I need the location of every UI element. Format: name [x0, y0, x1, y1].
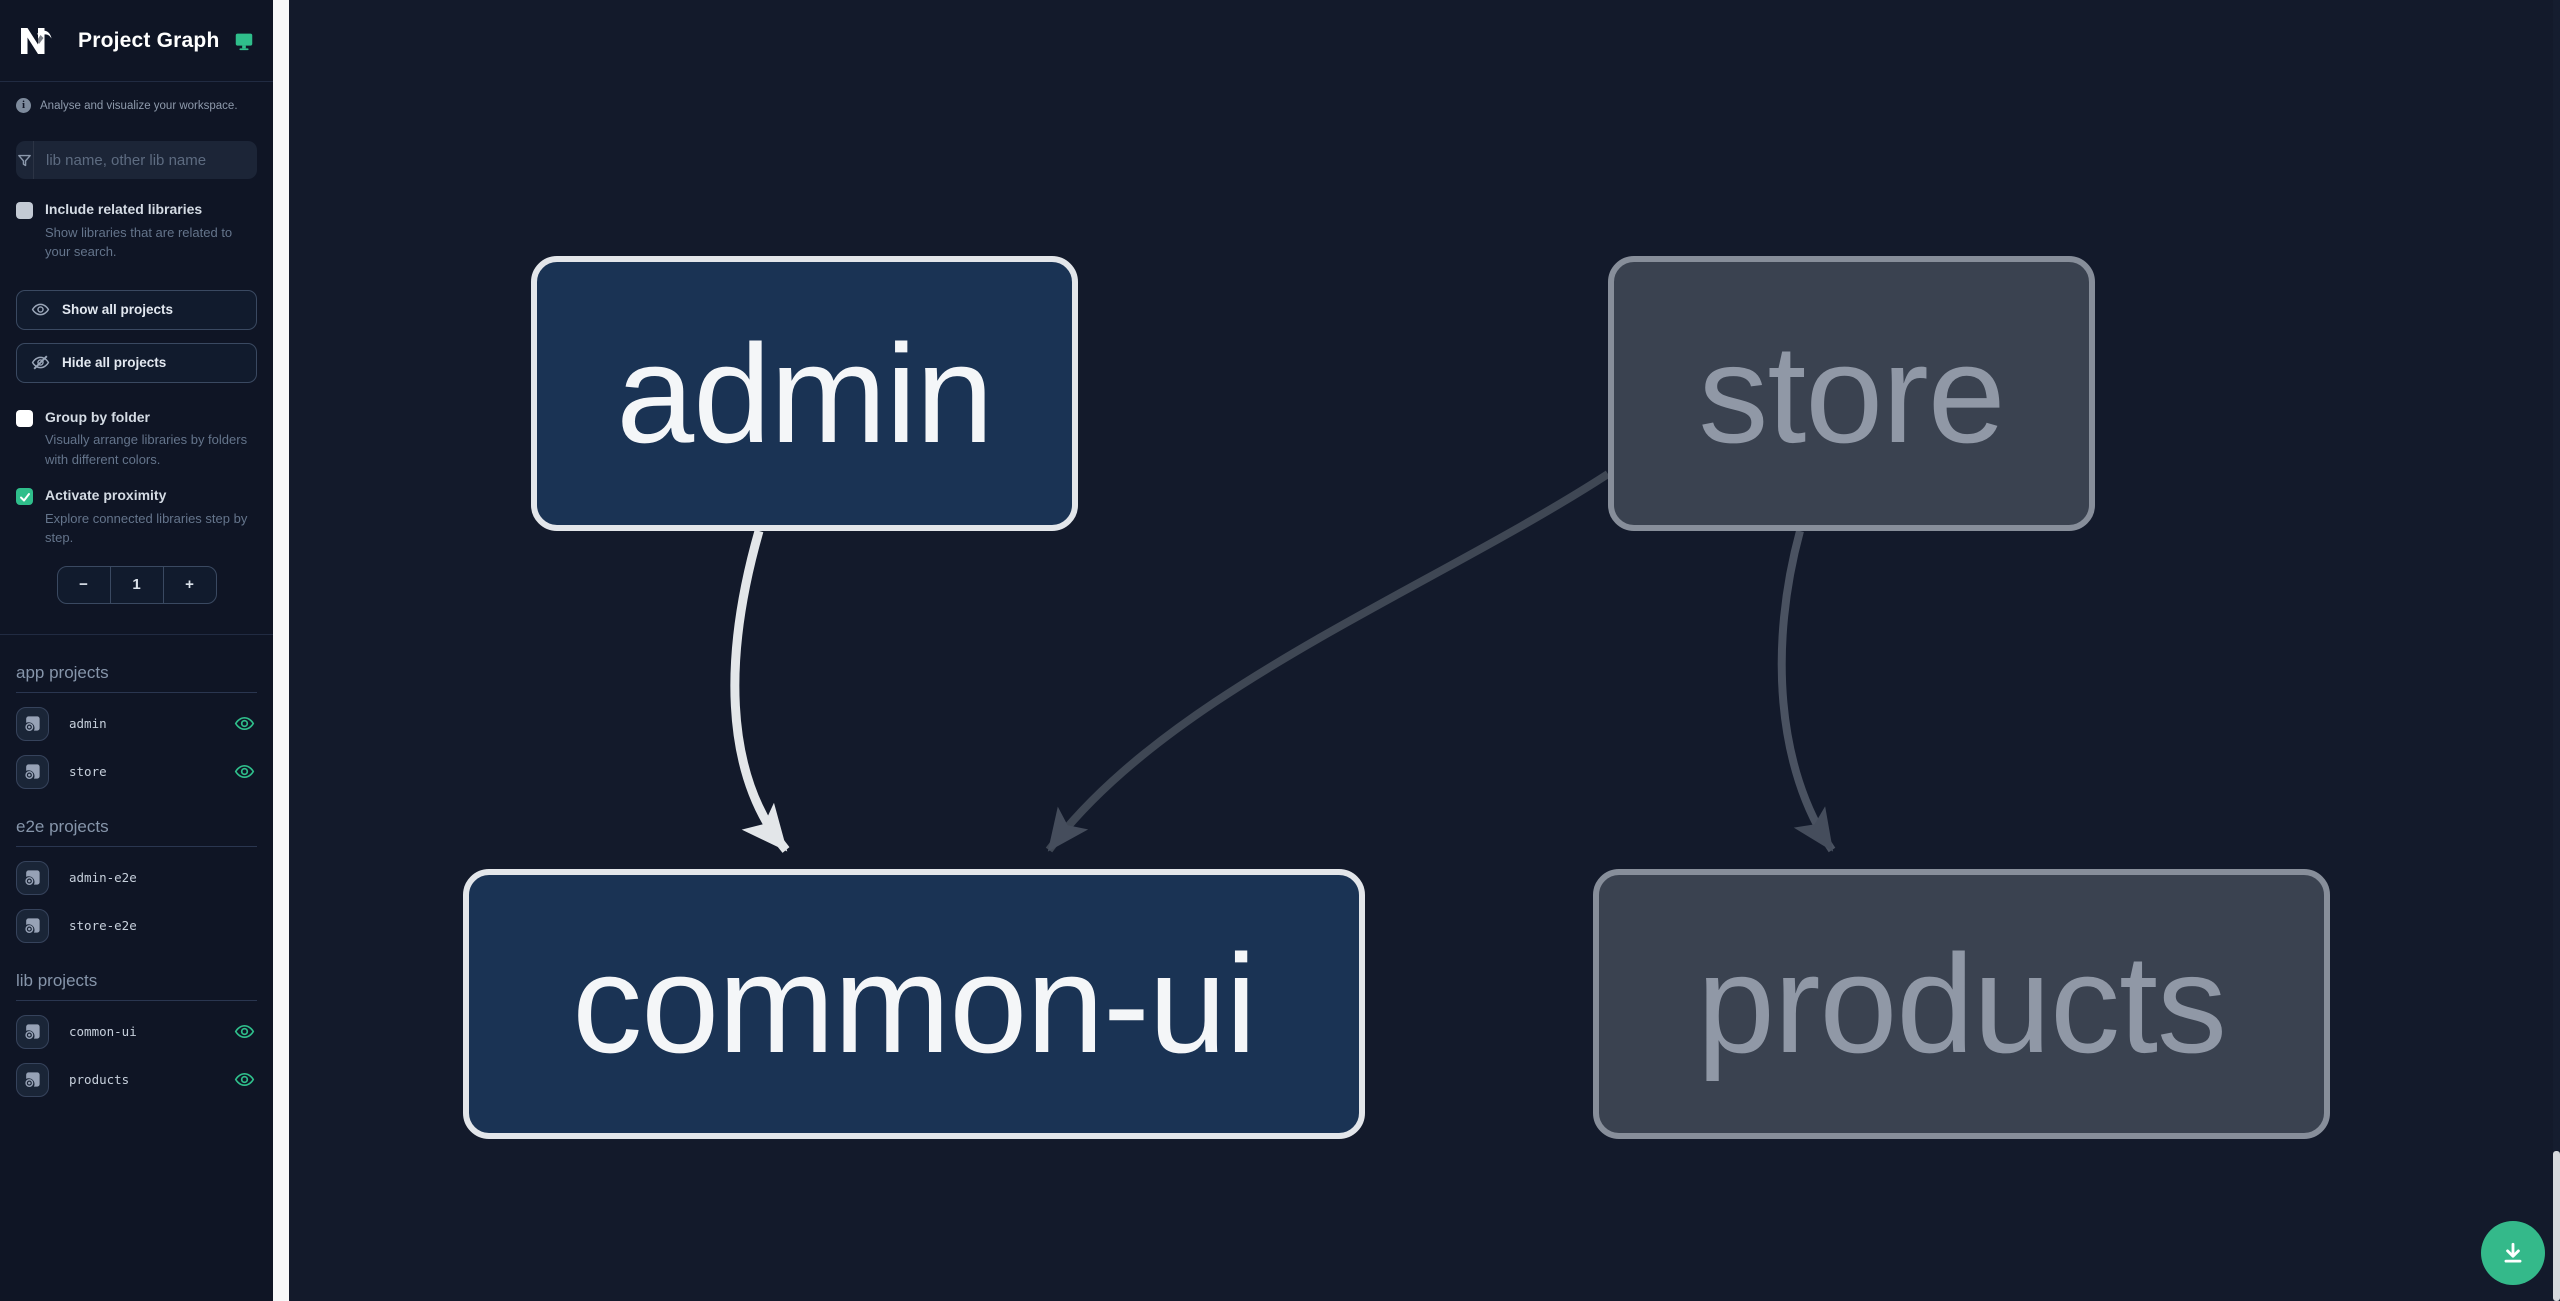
focus-project-button[interactable]	[16, 754, 49, 789]
sidebar-header: Project Graph	[0, 0, 273, 82]
focus-icon	[25, 918, 40, 934]
toggle-visibility-eye-icon[interactable]	[234, 713, 255, 734]
activate-proximity-description: Explore connected libraries step by step…	[45, 510, 248, 546]
node-label: store	[1698, 314, 2005, 472]
search-box	[16, 141, 257, 179]
project-name: admin	[69, 716, 107, 731]
edge-store-common-ui[interactable]	[1045, 470, 1611, 853]
eye-off-icon	[31, 355, 50, 370]
group-by-folder-checkbox[interactable]	[16, 409, 33, 427]
include-related-checkbox-row: Include related libraries Show libraries…	[16, 201, 257, 262]
activate-proximity-label: Activate proximity	[45, 487, 167, 503]
focus-project-button[interactable]	[16, 1014, 49, 1049]
decrement-button[interactable]: −	[79, 576, 88, 593]
info-icon: i	[16, 98, 31, 113]
project-name: store	[69, 764, 107, 779]
project-name: admin-e2e	[69, 870, 137, 885]
toggle-visibility-eye-icon[interactable]	[234, 1069, 255, 1090]
toggle-visibility-eye-icon[interactable]	[234, 761, 255, 782]
filter-icon	[16, 141, 34, 179]
project-row-admin-e2e: admin-e2e	[16, 860, 257, 895]
graph-node-admin[interactable]: admin	[531, 256, 1078, 531]
project-row-store-e2e: store-e2e	[16, 908, 257, 943]
proximity-depth-stepper: − 1 +	[56, 565, 217, 604]
section-title-lib-projects: lib projects	[16, 971, 257, 1001]
hide-all-projects-button[interactable]: Hide all projects	[16, 342, 257, 383]
focus-project-button[interactable]	[16, 908, 49, 943]
increment-button[interactable]: +	[162, 566, 216, 603]
proximity-depth-value: 1	[109, 566, 163, 603]
workspace-tagline: i Analyse and visualize your workspace.	[16, 98, 257, 113]
focus-icon	[25, 764, 40, 780]
download-graph-button[interactable]	[2481, 1221, 2545, 1285]
sidebar: Project Graph i Analyse and visualize yo…	[0, 0, 273, 1301]
toggle-visibility-eye-icon[interactable]	[234, 1021, 255, 1042]
group-by-folder-label: Group by folder	[45, 408, 150, 425]
check-icon	[19, 492, 30, 501]
workspace-tagline-text: Analyse and visualize your workspace.	[40, 99, 238, 112]
focus-project-button[interactable]	[16, 1062, 49, 1097]
project-name: products	[69, 1072, 130, 1087]
search-input[interactable]	[34, 141, 257, 179]
activate-proximity-checkbox[interactable]	[16, 488, 33, 505]
node-label: admin	[616, 314, 993, 472]
section-title-app-projects: app projects	[16, 663, 257, 693]
include-related-checkbox[interactable]	[16, 202, 33, 219]
page-scrollbar-thumb[interactable]	[2553, 1151, 2560, 1301]
sidebar-scrollbar[interactable]	[273, 0, 289, 1301]
sidebar-divider	[0, 633, 273, 635]
edge-store-products[interactable]	[1777, 529, 1836, 853]
node-label: common-ui	[572, 925, 1256, 1082]
focus-project-button[interactable]	[16, 860, 49, 895]
group-by-folder-checkbox-row: Group by folder Visually arrange librari…	[16, 409, 257, 470]
monitor-icon[interactable]	[233, 30, 255, 52]
nx-logo-icon	[21, 27, 52, 54]
download-icon	[2504, 1242, 2522, 1263]
focus-project-button[interactable]	[16, 706, 49, 741]
include-related-description: Show libraries that are related to your …	[45, 224, 233, 260]
graph-node-store[interactable]: store	[1608, 256, 2095, 531]
edge-admin-common-ui[interactable]	[730, 529, 790, 853]
focus-icon	[25, 870, 40, 886]
section-title-e2e-projects: e2e projects	[16, 817, 257, 847]
project-row-products: products	[16, 1062, 257, 1097]
project-name: store-e2e	[69, 918, 137, 933]
graph-edges	[730, 470, 1836, 853]
graph-canvas[interactable]: admin store common-ui products	[289, 0, 2560, 1301]
graph-node-common-ui[interactable]: common-ui	[463, 869, 1365, 1139]
focus-icon	[25, 1072, 40, 1088]
project-name: common-ui	[69, 1024, 137, 1039]
include-related-label: Include related libraries	[45, 201, 203, 217]
activate-proximity-checkbox-row: Activate proximity Explore connected lib…	[16, 487, 257, 548]
project-row-store: store	[16, 754, 257, 789]
project-row-admin: admin	[16, 706, 257, 741]
project-row-common-ui: common-ui	[16, 1014, 257, 1049]
hide-all-projects-label: Hide all projects	[62, 355, 167, 370]
eye-icon	[31, 303, 50, 316]
focus-icon	[25, 716, 40, 732]
group-by-folder-description: Visually arrange libraries by folders wi…	[45, 432, 248, 467]
show-all-projects-button[interactable]: Show all projects	[16, 289, 257, 330]
page-scrollbar[interactable]	[2553, 0, 2560, 1301]
graph-node-products[interactable]: products	[1593, 869, 2330, 1139]
show-all-projects-label: Show all projects	[62, 302, 174, 317]
page-title: Project Graph	[78, 28, 220, 52]
focus-icon	[25, 1024, 40, 1040]
node-label: products	[1697, 925, 2227, 1082]
